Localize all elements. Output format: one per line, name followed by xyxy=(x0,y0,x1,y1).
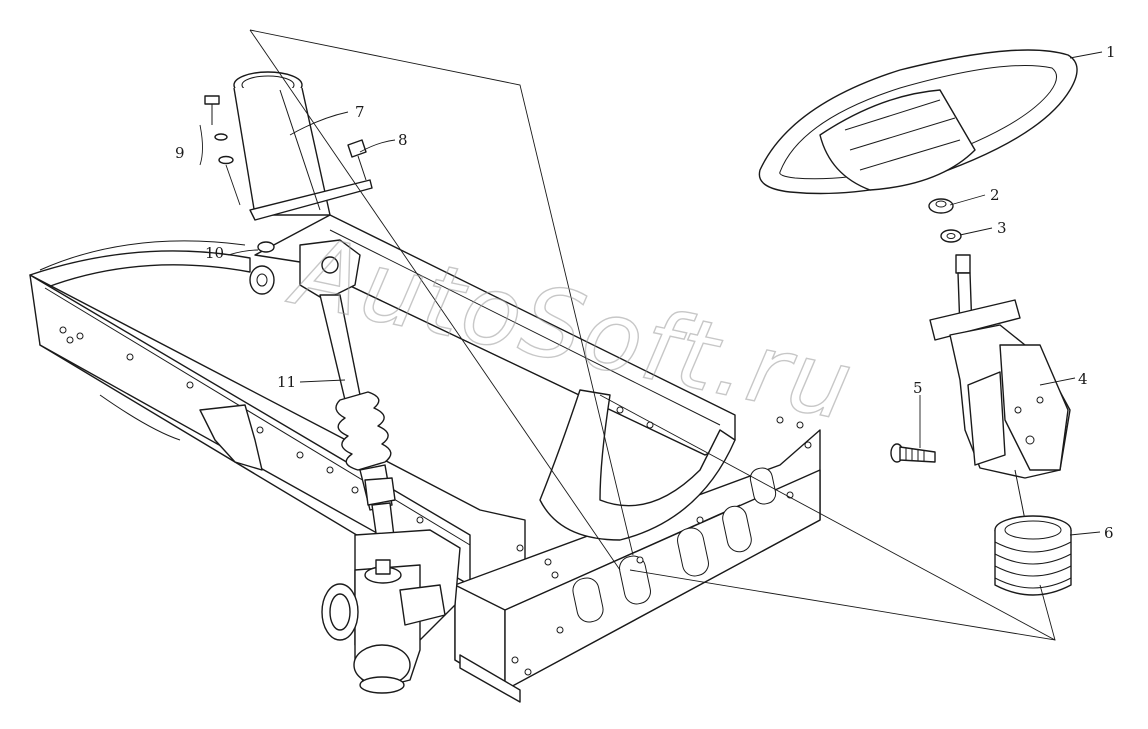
callout-8: 8 xyxy=(398,131,408,149)
steering-wheel xyxy=(758,49,1078,195)
callout-3: 3 xyxy=(997,219,1007,237)
steering-column-cover xyxy=(233,71,373,221)
mounting-bolt xyxy=(347,139,367,181)
steering-column xyxy=(929,254,1071,521)
callout-2: 2 xyxy=(990,186,1000,204)
lock-washer xyxy=(940,229,962,243)
column-bolt xyxy=(890,443,936,463)
callout-5: 5 xyxy=(913,379,923,397)
column-bellows xyxy=(994,515,1072,596)
callout-9: 9 xyxy=(175,144,185,162)
vehicle-frame xyxy=(29,214,821,703)
callout-11: 11 xyxy=(277,373,296,391)
assembly-lines xyxy=(249,29,1056,641)
bolt-and-washers xyxy=(204,95,241,206)
callout-10: 10 xyxy=(205,244,224,262)
callout-6: 6 xyxy=(1104,524,1114,542)
callout-1: 1 xyxy=(1106,43,1116,61)
nut xyxy=(249,241,275,295)
callout-7: 7 xyxy=(355,103,365,121)
steering-gear-box xyxy=(321,529,461,694)
callout-leaders xyxy=(199,51,1103,536)
frame-holes xyxy=(59,326,812,676)
callout-4: 4 xyxy=(1078,370,1088,388)
steering-wheel-nut xyxy=(928,198,954,214)
